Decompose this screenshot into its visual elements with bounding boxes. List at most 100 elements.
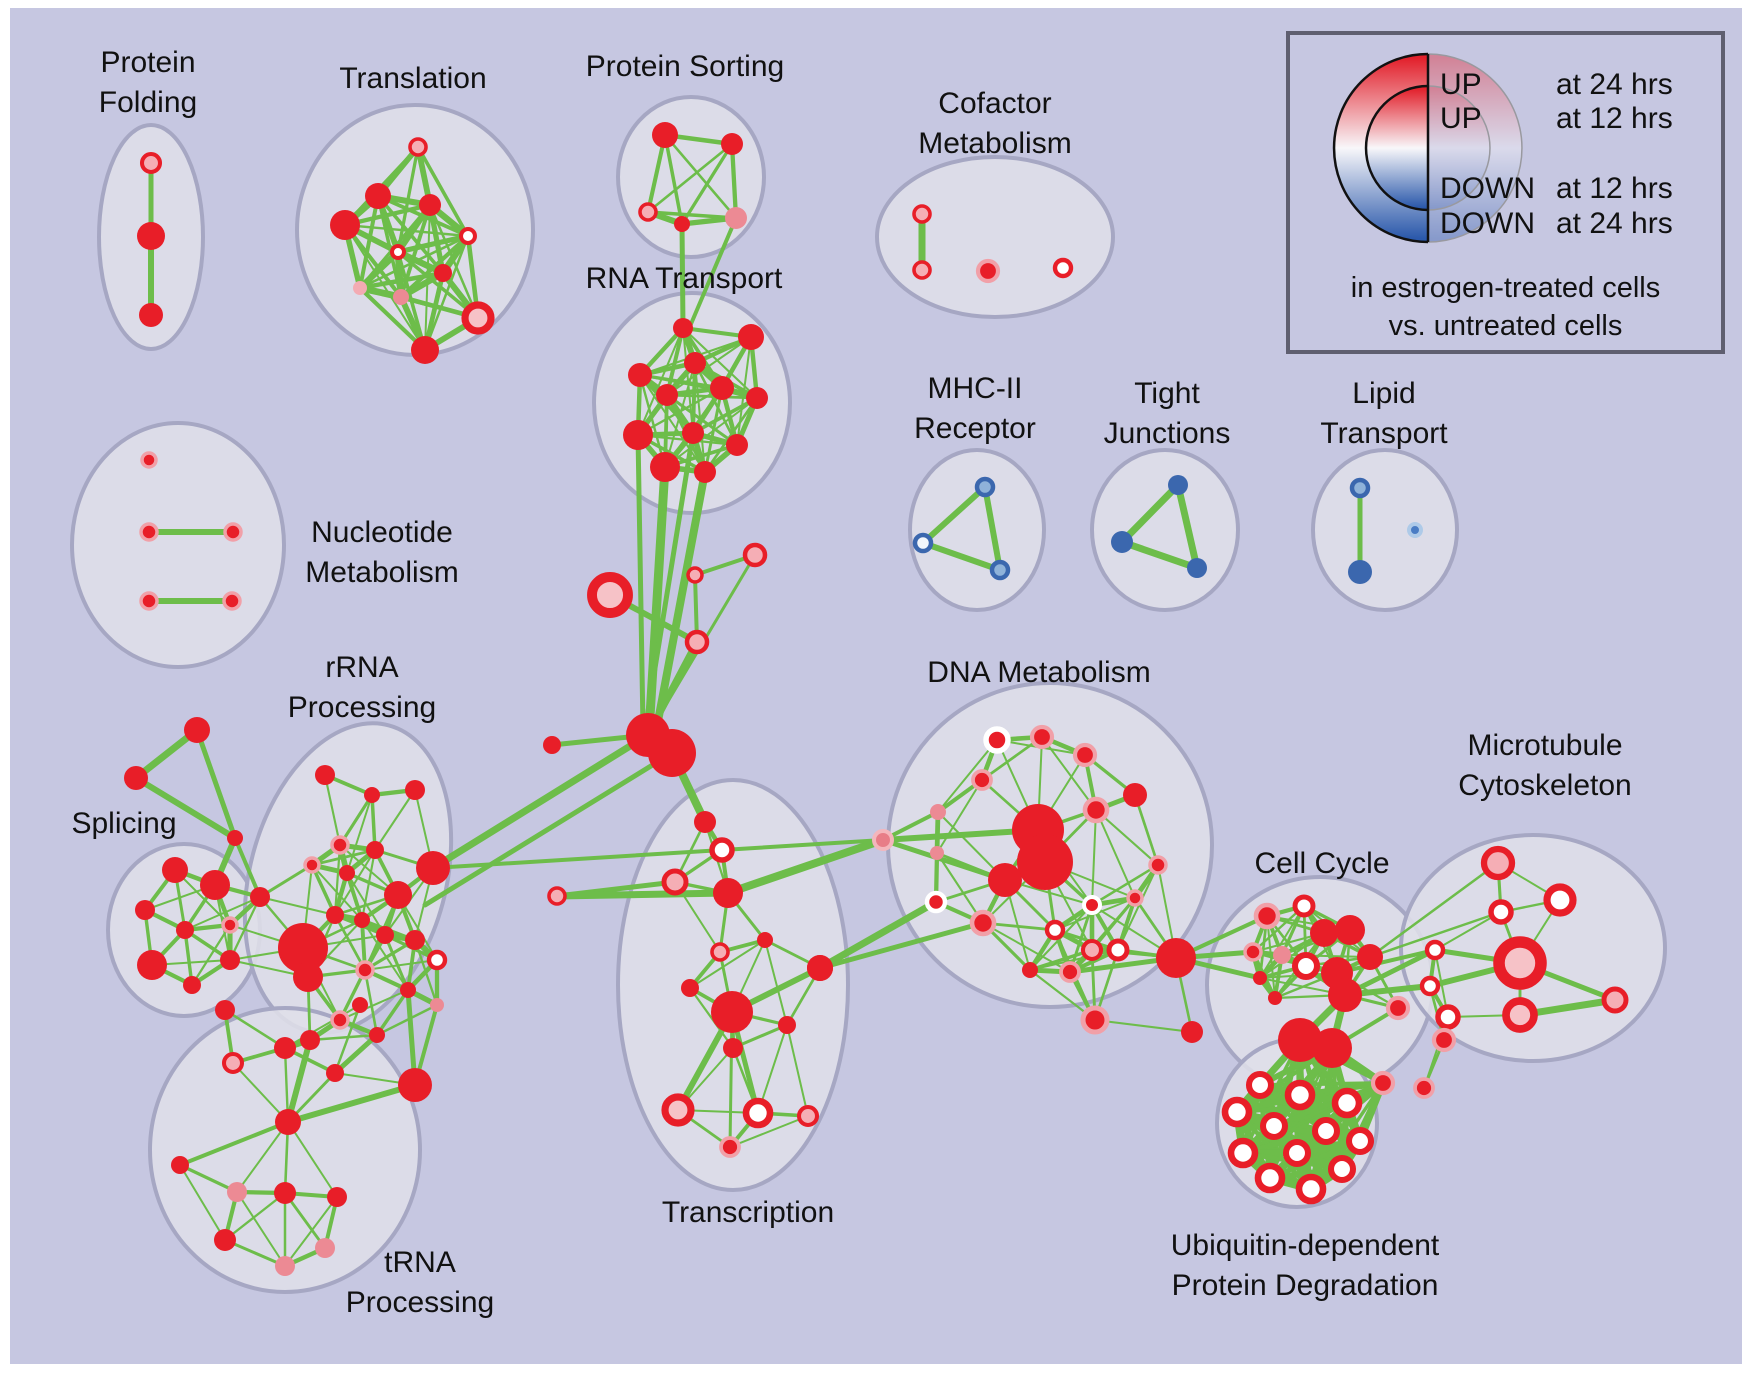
network-edge	[666, 336, 752, 396]
network-edge	[333, 913, 367, 972]
network-node-left-network	[384, 881, 412, 909]
network-edge	[333, 1003, 362, 1075]
network-node-protein-folding	[139, 151, 163, 175]
network-edge	[310, 848, 377, 867]
network-edge	[232, 1062, 289, 1123]
network-edge	[383, 933, 410, 992]
cluster-label: Junctions	[1104, 417, 1231, 450]
network-node-transcription	[713, 878, 743, 908]
network-edge	[1335, 948, 1437, 975]
network-edge	[346, 794, 373, 874]
network-edge	[1133, 793, 1160, 867]
network-edge	[338, 793, 374, 847]
network-edge	[342, 222, 404, 300]
network-node-dna-metabolism	[1080, 1005, 1110, 1035]
network-node-ubiquitin	[1370, 1070, 1396, 1096]
legend-direction-label: DOWN	[1440, 207, 1535, 240]
network-node-dna-metabolism	[1123, 783, 1147, 807]
network-edge	[642, 430, 696, 733]
network-node-rna-transport	[673, 318, 693, 338]
network-node-translation	[411, 336, 439, 364]
network-node-ubiquitin	[1295, 1173, 1327, 1205]
network-node-microtubule	[1502, 997, 1538, 1033]
network-edge	[937, 739, 998, 813]
network-node-nucleotide-metabolism	[139, 522, 159, 542]
network-node-cell-cycle	[1253, 902, 1281, 930]
network-edge	[1090, 896, 1137, 952]
legend-donut-fade	[1428, 54, 1522, 242]
network-node-rna-transport	[684, 352, 706, 374]
network-node-left-network	[135, 900, 155, 920]
network-node-dna-metabolism	[1044, 919, 1066, 941]
network-edge	[429, 731, 652, 872]
network-edge	[133, 775, 238, 841]
network-node-ubiquitin	[1312, 1028, 1352, 1068]
cluster-label: Protein Sorting	[586, 50, 784, 83]
cluster-label: Ubiquitin-dependent	[1171, 1229, 1440, 1262]
network-node-transcription	[711, 991, 753, 1033]
network-edge	[360, 848, 377, 922]
network-edge	[332, 1032, 380, 1076]
network-node-trna-processing	[275, 1256, 295, 1276]
network-edge	[345, 871, 364, 922]
network-node-cell-cycle	[1335, 915, 1365, 945]
network-node-dna-metabolism	[930, 804, 946, 820]
network-edge	[431, 838, 885, 870]
network-edge	[228, 895, 262, 962]
network-node-trna-processing	[221, 1051, 245, 1075]
network-edge	[416, 145, 470, 238]
network-node-translation	[419, 194, 441, 216]
network-edge	[638, 373, 667, 469]
network-edge	[646, 142, 734, 214]
cluster-label: Cytoskeleton	[1458, 769, 1631, 802]
network-node-microtubule	[1601, 986, 1629, 1014]
network-node-translation	[390, 244, 406, 260]
network-edge	[980, 735, 1044, 782]
network-node-trna-processing	[398, 1068, 432, 1102]
network-edge	[308, 1033, 379, 1042]
network-node-left-network	[330, 835, 350, 855]
network-edge	[285, 1082, 418, 1125]
network-edge	[178, 1120, 290, 1167]
cluster-label: Metabolism	[305, 556, 458, 589]
network-edge	[757, 1024, 788, 1114]
network-node-translation	[459, 227, 477, 245]
network-edge	[729, 1115, 809, 1148]
network-node-microtubule	[1413, 1077, 1435, 1099]
network-node-trna-processing	[327, 1187, 347, 1207]
network-node-ubiquitin	[1259, 1111, 1289, 1141]
network-node-translation	[393, 289, 409, 305]
network-node-mhc-ii	[989, 559, 1011, 581]
network-node-tight-junctions	[1168, 475, 1188, 495]
legend-outline	[1332, 52, 1429, 244]
network-edge	[258, 863, 314, 899]
network-node-lipid-transport	[1349, 477, 1371, 499]
network-edge	[283, 1191, 327, 1250]
network-edge	[920, 484, 988, 546]
network-node-hub-connectors	[648, 729, 696, 777]
network-edge	[691, 396, 759, 435]
network-edge	[1368, 910, 1503, 959]
network-edge	[1041, 736, 1097, 811]
network-edge	[357, 270, 446, 291]
network-node-hub-connectors	[686, 566, 704, 584]
cluster-label: Metabolism	[918, 127, 1071, 160]
network-node-ubiquitin	[1254, 1162, 1286, 1194]
network-edge	[422, 750, 675, 908]
network-edge	[184, 896, 261, 931]
network-node-left-network	[183, 976, 201, 994]
network-node-nucleotide-metabolism	[223, 522, 243, 542]
network-node-rna-transport	[623, 420, 653, 450]
network-node-left-network	[278, 923, 328, 973]
network-edge	[1368, 861, 1500, 959]
network-node-transcription	[709, 837, 735, 863]
network-node-hub-connectors	[742, 542, 768, 568]
network-node-left-network	[250, 887, 270, 907]
network-edge	[343, 223, 470, 238]
network-node-transcription	[661, 868, 689, 896]
network-edge	[665, 393, 759, 400]
network-edge	[284, 1004, 361, 1049]
network-node-nucleotide-metabolism	[139, 591, 159, 611]
network-edge	[689, 939, 766, 989]
